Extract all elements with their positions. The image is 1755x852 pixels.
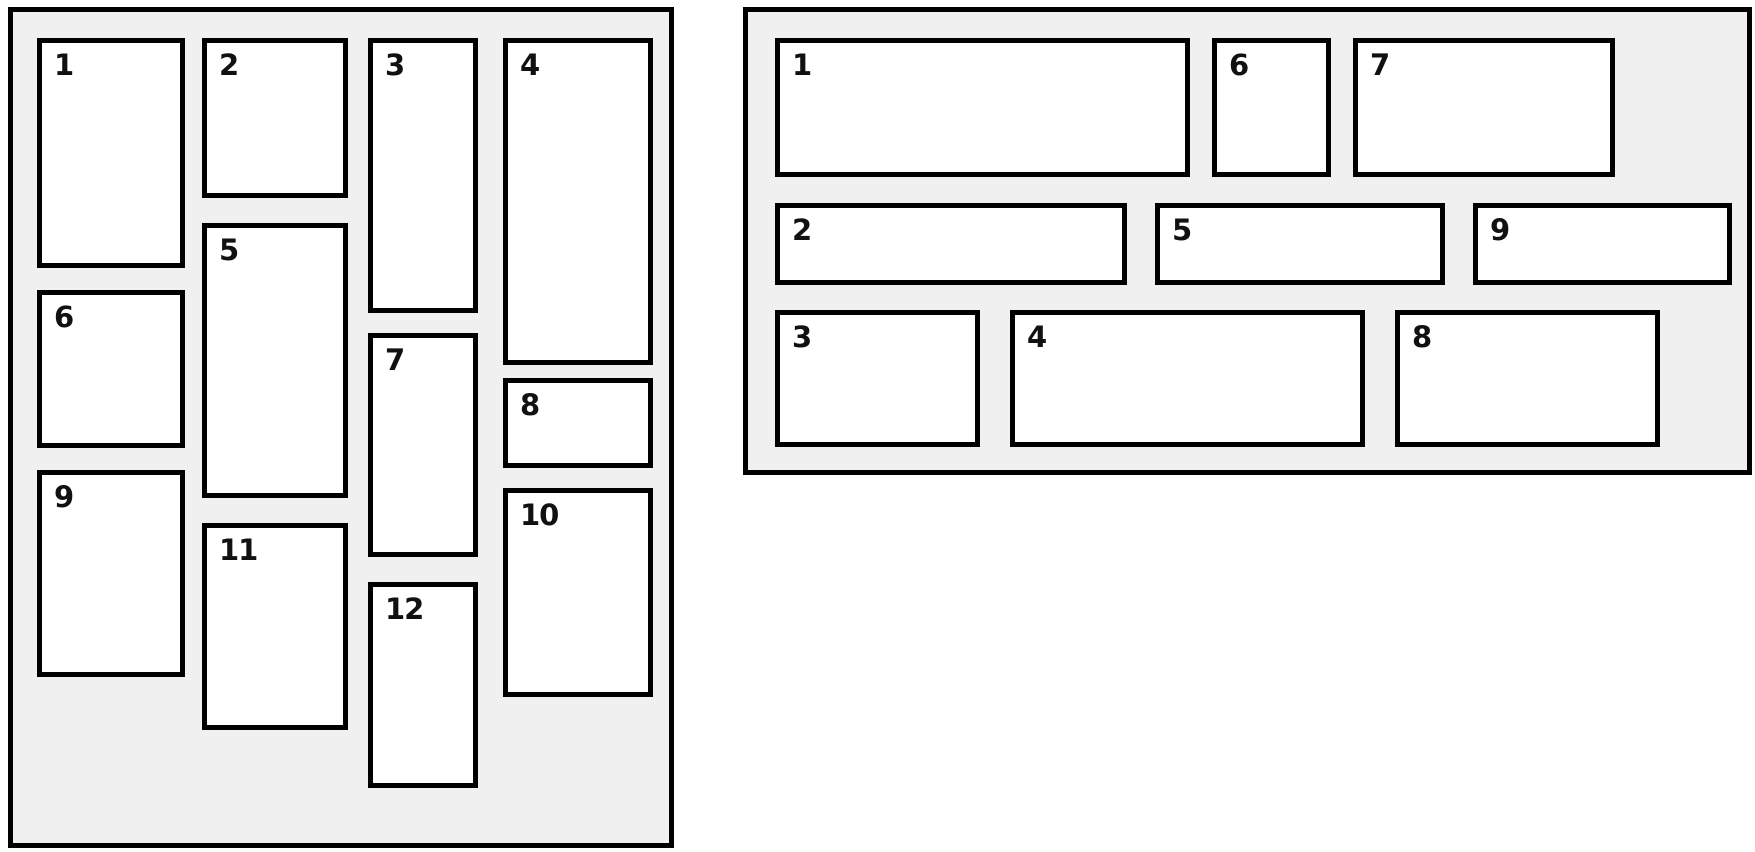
box-number-label: 3 [792,320,812,354]
masonry-box-8: 8 [1395,310,1660,447]
box-number-label: 7 [1370,48,1390,82]
masonry-box-7: 7 [368,333,478,557]
masonry-box-2: 2 [775,203,1127,285]
box-number-label: 1 [54,48,74,82]
box-number-label: 5 [1172,213,1192,247]
masonry-box-3: 3 [775,310,980,447]
masonry-box-9: 9 [1473,203,1732,285]
box-number-label: 3 [385,48,405,82]
masonry-box-5: 5 [1155,203,1445,285]
box-number-label: 2 [219,48,239,82]
masonry-box-2: 2 [202,38,348,198]
masonry-box-5: 5 [202,223,348,498]
masonry-box-12: 12 [368,582,478,788]
box-number-label: 6 [1229,48,1249,82]
box-number-label: 8 [520,388,540,422]
box-number-label: 7 [385,343,405,377]
box-number-label: 9 [54,480,74,514]
box-number-label: 6 [54,300,74,334]
masonry-box-4: 4 [503,38,653,365]
masonry-box-7: 7 [1353,38,1615,177]
masonry-box-11: 11 [202,523,348,730]
box-number-label: 8 [1412,320,1432,354]
box-number-label: 11 [219,533,258,567]
box-number-label: 12 [385,592,424,626]
masonry-box-6: 6 [1212,38,1331,177]
masonry-box-10: 10 [503,488,653,697]
masonry-box-1: 1 [775,38,1190,177]
masonry-box-4: 4 [1010,310,1365,447]
masonry-box-6: 6 [37,290,185,448]
box-number-label: 2 [792,213,812,247]
box-number-label: 4 [1027,320,1047,354]
box-number-label: 1 [792,48,812,82]
box-number-label: 9 [1490,213,1510,247]
box-number-label: 4 [520,48,540,82]
masonry-box-9: 9 [37,470,185,677]
box-number-label: 10 [520,498,559,532]
masonry-box-1: 1 [37,38,185,268]
masonry-box-8: 8 [503,378,653,468]
masonry-box-3: 3 [368,38,478,313]
box-number-label: 5 [219,233,239,267]
horizontal-masonry-panel: 1 2 3 4 5 6 7 8 9 [743,7,1752,475]
